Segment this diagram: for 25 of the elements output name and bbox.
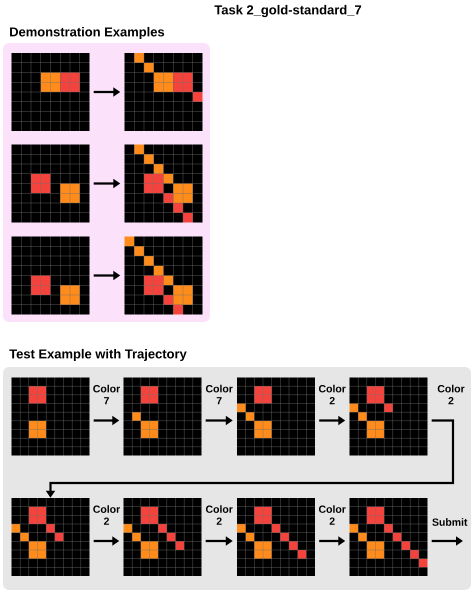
grid-drawing — [236, 377, 316, 456]
grid-drawing — [124, 52, 203, 132]
grid-drawing — [349, 377, 428, 456]
grid-drawing — [11, 377, 90, 456]
edge-label: Color 2 — [93, 505, 120, 525]
title: Task 2_gold-standard_7 — [214, 4, 362, 18]
edge-label: Color 2 — [438, 384, 464, 404]
grid-drawing — [11, 236, 90, 315]
edge-label: Color 2 — [318, 505, 346, 525]
grid-drawing — [236, 498, 316, 576]
edge-label: Color 7 — [206, 384, 233, 404]
grid-drawing — [124, 144, 203, 223]
edge-label: Color 2 — [206, 505, 233, 525]
grid-drawing — [123, 377, 202, 456]
edge-label: Color 7 — [93, 384, 120, 404]
grid-drawing — [349, 498, 428, 576]
grid-drawing — [11, 144, 90, 223]
grid-drawing — [123, 498, 202, 576]
grid-drawing — [11, 52, 90, 132]
edge-label: Submit — [432, 518, 468, 526]
panel-heading: Test Example with Trajectory — [9, 348, 187, 362]
grid-drawing — [124, 236, 203, 315]
grid-drawing — [11, 498, 90, 576]
edge-label: Color 2 — [318, 384, 346, 404]
panel-heading: Demonstration Examples — [10, 26, 164, 40]
